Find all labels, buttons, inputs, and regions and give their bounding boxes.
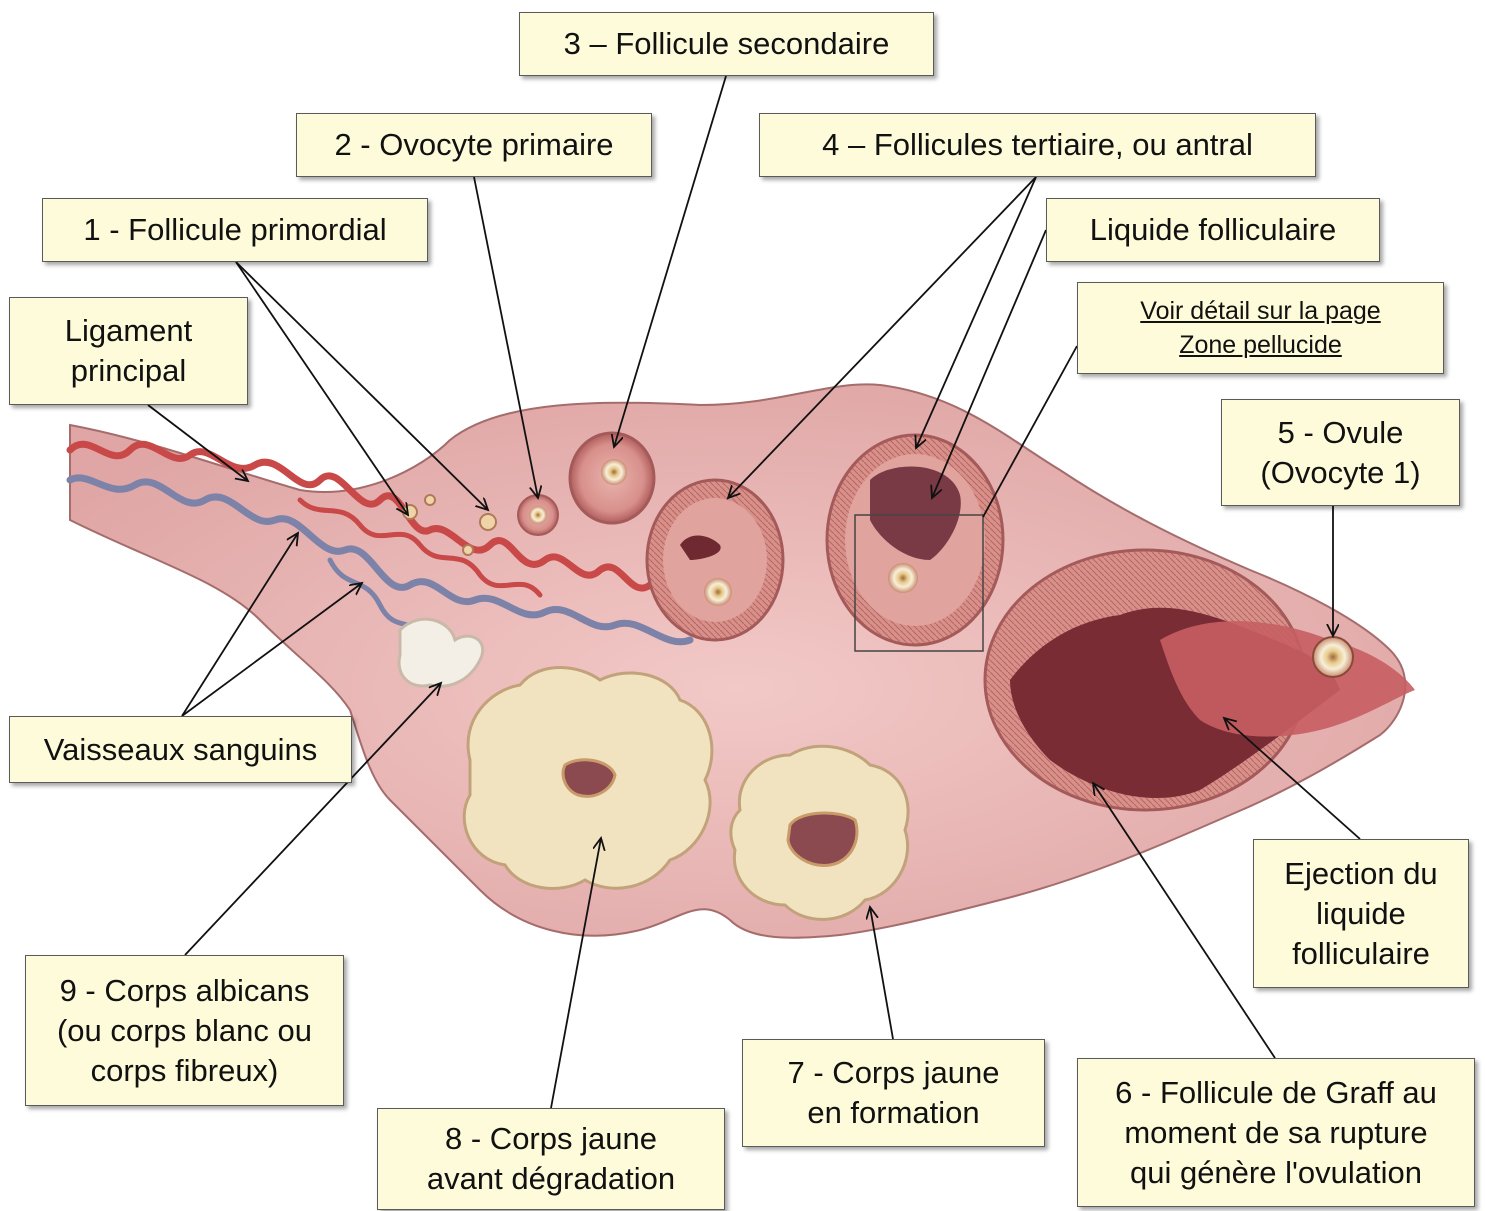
link-voir-detail-zone-pellucide[interactable]: Voir détail sur la page Zone pellucide xyxy=(1077,282,1444,374)
primordial-follicle xyxy=(463,545,473,555)
oocyte xyxy=(529,506,547,524)
label-ovule: 5 - Ovule (Ovocyte 1) xyxy=(1221,399,1460,506)
ovum xyxy=(1313,637,1353,677)
label-follicule-secondaire: 3 – Follicule secondaire xyxy=(519,12,934,76)
label-ejection-liquide: Ejection du liquide folliculaire xyxy=(1253,839,1469,988)
label-corps-jaune-degradation: 8 - Corps jaune avant dégradation xyxy=(377,1108,725,1210)
label-vaisseaux-sanguins: Vaisseaux sanguins xyxy=(9,716,352,783)
oocyte xyxy=(704,578,732,606)
label-follicule-primordial: 1 - Follicule primordial xyxy=(42,198,428,262)
oocyte xyxy=(601,459,627,485)
label-follicules-tertiaire: 4 – Follicules tertiaire, ou antral xyxy=(759,113,1316,177)
primordial-follicle xyxy=(425,495,435,505)
label-ligament-principal: Ligament principal xyxy=(9,297,248,405)
label-corps-jaune-formation: 7 - Corps jaune en formation xyxy=(742,1039,1045,1147)
label-liquide-folliculaire: Liquide folliculaire xyxy=(1046,198,1380,262)
oocyte xyxy=(888,563,918,593)
primordial-follicle xyxy=(480,514,496,530)
label-corps-albicans: 9 - Corps albicans (ou corps blanc ou co… xyxy=(25,955,344,1106)
label-ovocyte-primaire: 2 - Ovocyte primaire xyxy=(296,113,652,177)
label-follicule-graff: 6 - Follicule de Graff au moment de sa r… xyxy=(1077,1058,1475,1207)
